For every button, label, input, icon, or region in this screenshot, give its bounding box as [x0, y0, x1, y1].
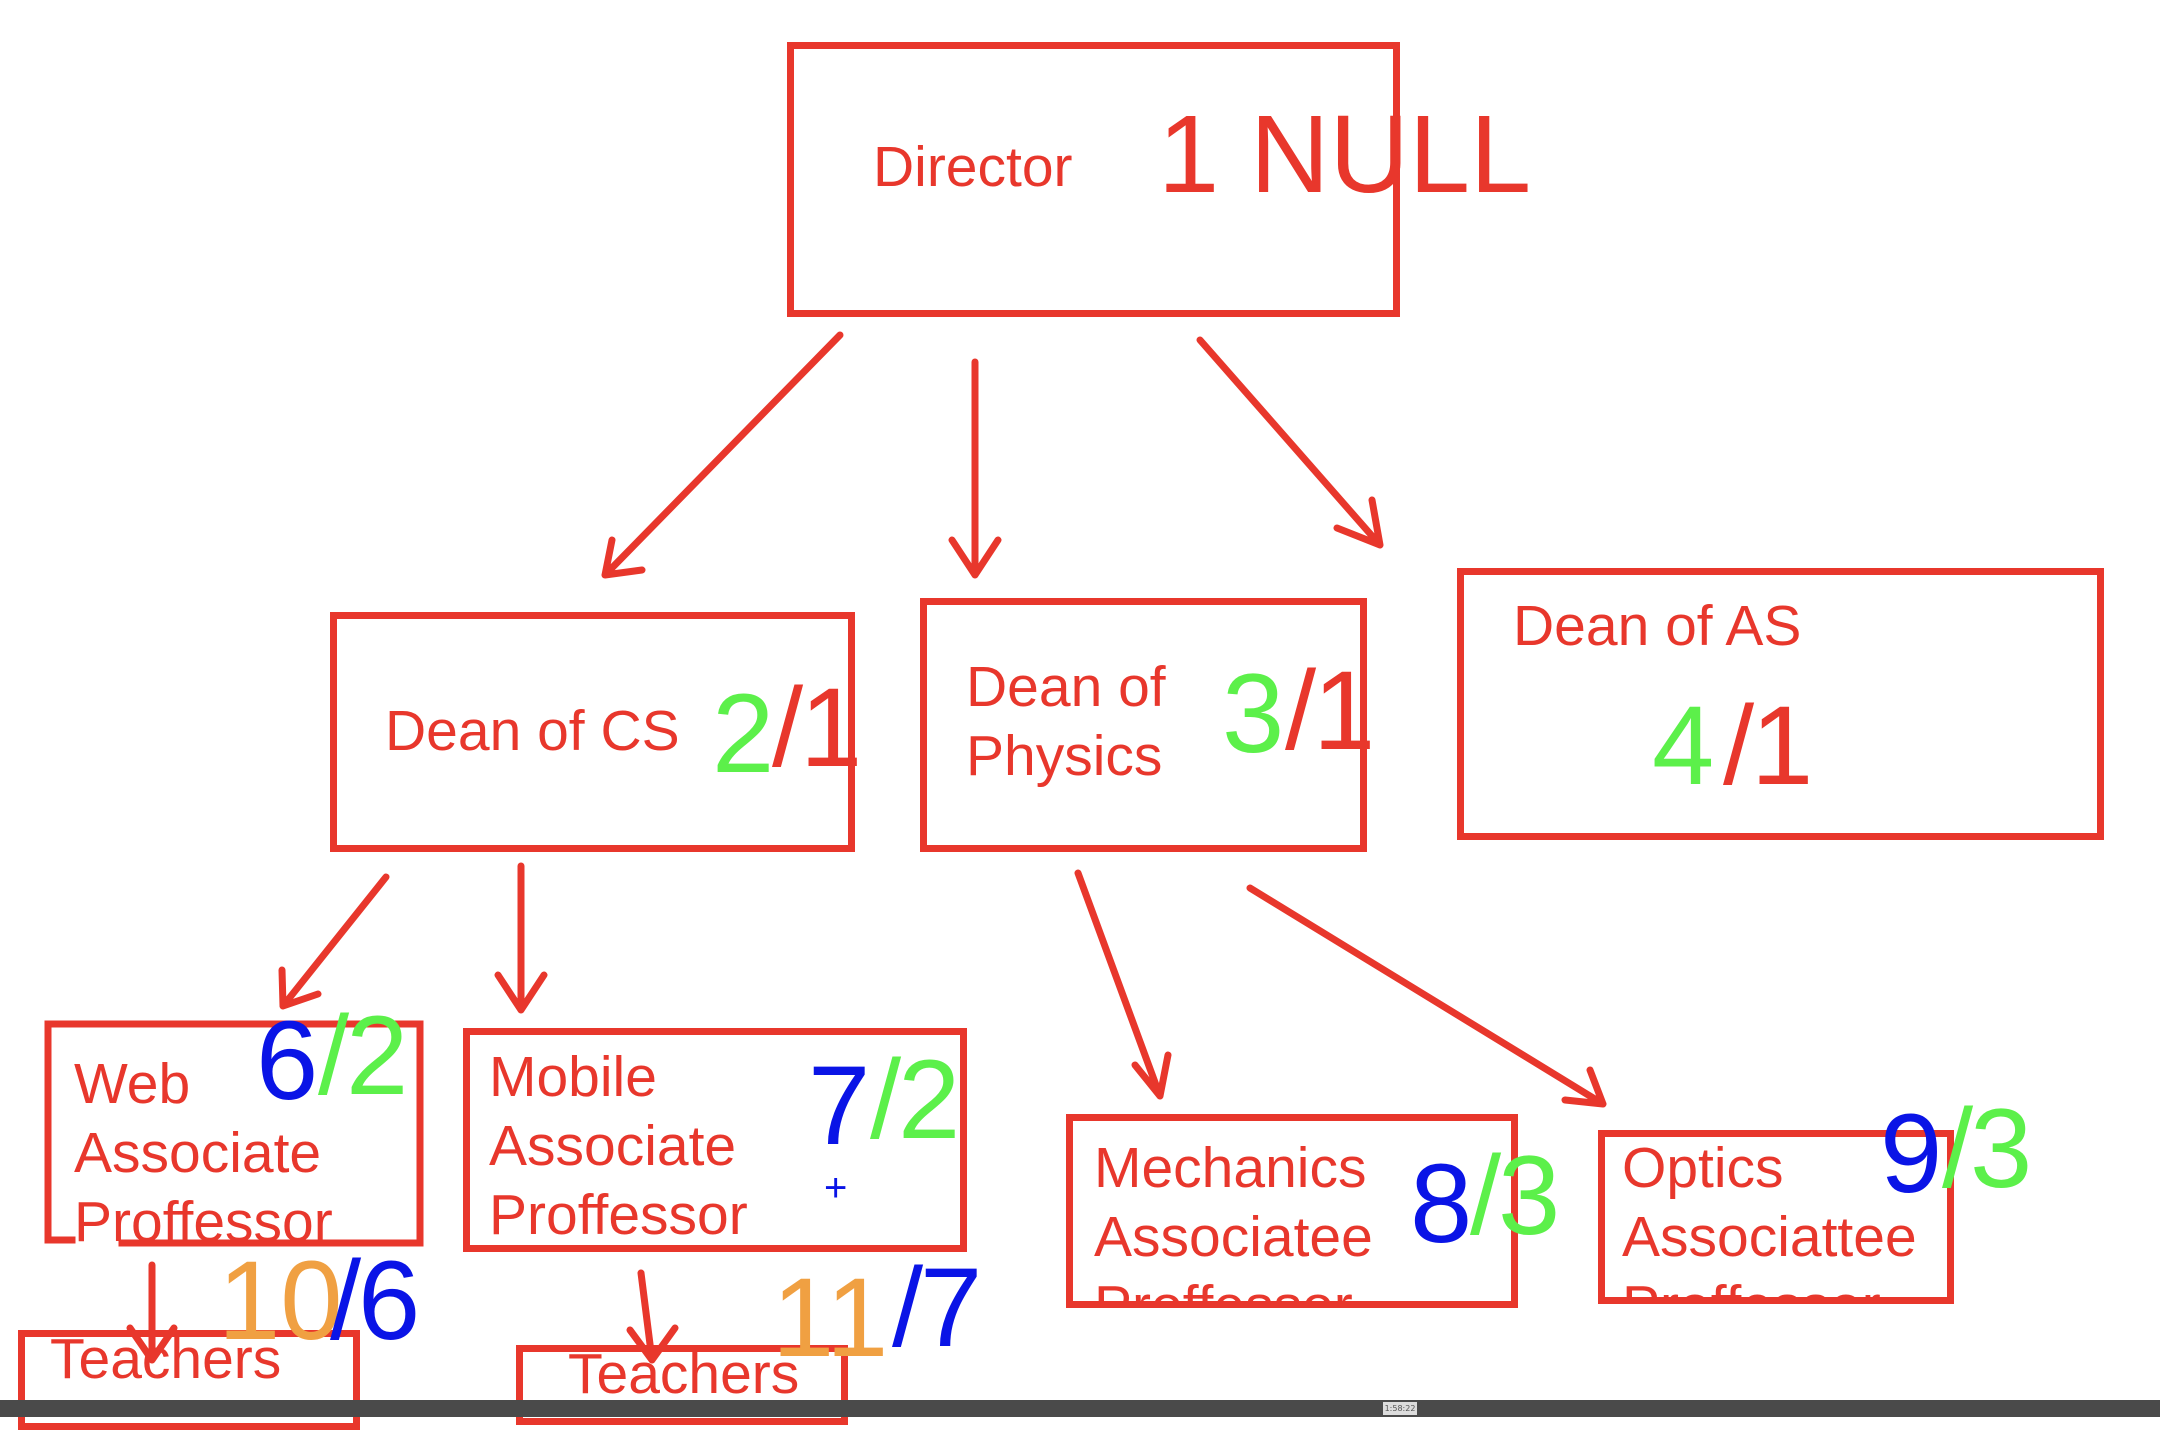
dean-cs-parent: 1 — [800, 665, 863, 790]
dean-physics-parent: 1 — [1313, 648, 1376, 773]
dean-cs-label: Dean of CS — [385, 699, 680, 763]
mechanics-prof-line3: Proffessor — [1094, 1274, 1353, 1338]
dean-cs-node — [330, 612, 855, 852]
mechanics-prof-id: 8 — [1410, 1141, 1473, 1266]
dean-cs-id: 2 — [712, 671, 775, 796]
optics-prof-slash: / — [1942, 1086, 1974, 1211]
bottom-progress-bar[interactable] — [0, 1400, 2160, 1417]
director-node — [787, 42, 1400, 317]
arrow-dean-physics-to-mechanics — [1074, 869, 1172, 1100]
dean-as-slash: / — [1723, 683, 1755, 808]
director-parent: NULL — [1250, 93, 1532, 216]
web-prof-slash: / — [318, 993, 350, 1118]
optics-prof-id: 9 — [1880, 1091, 1943, 1216]
director-id: 1 — [1158, 93, 1220, 216]
arrow-dean-cs-to-mobile — [494, 862, 548, 1014]
web-prof-parent: 2 — [346, 993, 409, 1118]
mechanics-prof-parent: 3 — [1498, 1133, 1561, 1258]
teachers-mobile-id: 11 — [772, 1255, 889, 1380]
arrow-director-to-dean-physics — [948, 358, 1002, 579]
mobile-prof-line2: Associate — [489, 1114, 737, 1178]
optics-prof-parent: 3 — [1970, 1086, 2033, 1211]
teachers-mobile-slash: / — [892, 1245, 924, 1370]
teachers-mobile-label: Teachers — [568, 1342, 800, 1406]
teachers-web-label: Teachers — [50, 1327, 282, 1391]
mobile-prof-slash: / — [870, 1037, 902, 1162]
mobile-prof-parent: 2 — [898, 1037, 961, 1162]
mobile-prof-id: 7 — [808, 1043, 871, 1168]
mobile-prof-node — [463, 1028, 967, 1252]
arrow-director-to-dean-as — [1196, 336, 1384, 549]
optics-prof-line3: Proffessor — [1622, 1274, 1881, 1338]
mechanics-prof-line2: Associatee — [1094, 1205, 1373, 1269]
teachers-web-parent: 6 — [358, 1238, 421, 1363]
dean-physics-label-line1: Dean of — [966, 655, 1166, 719]
progress-handle[interactable]: 1:58:22 — [1383, 1402, 1417, 1415]
mechanics-prof-slash: / — [1470, 1133, 1502, 1258]
mobile-prof-line3: Proffessor — [489, 1183, 748, 1247]
dean-physics-node — [920, 598, 1367, 852]
dean-as-node — [1457, 568, 2104, 840]
arrow-dean-cs-to-web — [278, 873, 390, 1010]
web-prof-id: 6 — [256, 998, 319, 1123]
web-prof-line1: Web — [74, 1052, 191, 1116]
teachers-web-id: 10 — [218, 1238, 343, 1363]
optics-prof-node — [1598, 1130, 1954, 1304]
arrow-dean-physics-to-optics — [1246, 884, 1607, 1108]
optics-prof-line2: Associattee — [1622, 1205, 1917, 1269]
teachers-web-slash: / — [330, 1238, 362, 1363]
mobile-prof-line1: Mobile — [489, 1045, 657, 1109]
dean-physics-slash: / — [1285, 648, 1317, 773]
optics-prof-line1: Optics — [1622, 1136, 1784, 1200]
mobile-prof-plus: + — [824, 1166, 848, 1210]
web-prof-line2: Associate — [74, 1121, 322, 1185]
arrow-director-to-dean-cs — [601, 331, 844, 579]
dean-physics-id: 3 — [1222, 651, 1285, 776]
teachers-mobile-parent: 7 — [920, 1245, 983, 1370]
dean-as-id: 4 — [1652, 683, 1715, 808]
dean-as-label: Dean of AS — [1513, 594, 1802, 658]
mechanics-prof-node — [1066, 1114, 1518, 1308]
dean-as-parent: 1 — [1751, 683, 1814, 808]
mechanics-prof-line1: Mechanics — [1094, 1136, 1367, 1200]
web-prof-line3: Proffessor — [74, 1190, 333, 1254]
director-label: Director — [873, 135, 1073, 199]
dean-physics-label-line2: Physics — [966, 724, 1163, 788]
dean-cs-slash: / — [772, 665, 804, 790]
